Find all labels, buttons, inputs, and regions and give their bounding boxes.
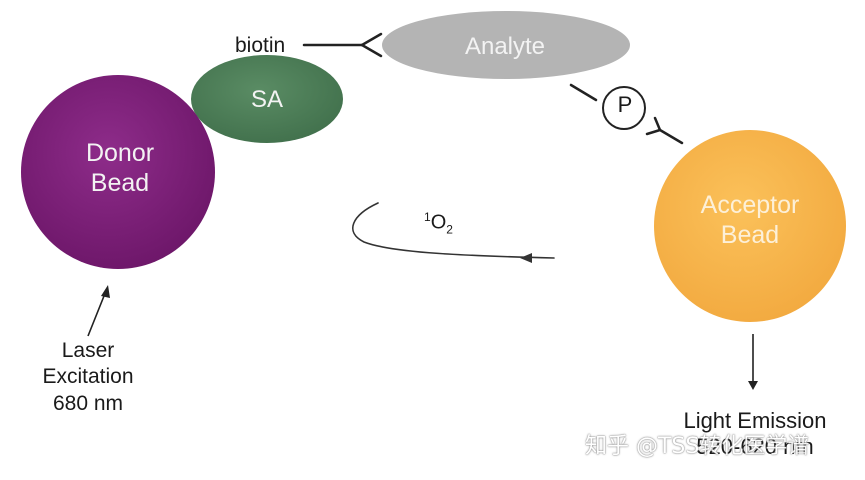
- singlet-oxygen-superscript: 1: [424, 210, 431, 224]
- laser-label-line1: Laser: [61, 339, 115, 362]
- donor-bead-label-line1: Donor: [85, 139, 155, 167]
- analyte-phospho-link: [569, 83, 598, 102]
- emission-arrowhead: [748, 381, 758, 390]
- emission-label-line2: 520-620 nm: [696, 434, 814, 460]
- laser-label-line3: 680 nm: [52, 391, 124, 415]
- phospho-circle: [602, 86, 646, 130]
- singlet-oxygen-subscript: 2: [446, 222, 453, 237]
- sa-label: SA: [250, 86, 283, 113]
- acceptor-bead-label-line2: Bead: [720, 221, 780, 249]
- laser-arrow-line: [87, 290, 107, 337]
- singlet-oxygen-base: O: [430, 211, 447, 234]
- acceptor-bead-circle: [654, 130, 846, 322]
- singlet-oxygen-arrowhead: [520, 253, 532, 263]
- acceptor-bead-label: Acceptor Bead: [655, 190, 845, 250]
- laser-excitation-label: Laser Excitation 680 nm: [18, 338, 158, 417]
- analyte-label: Analyte: [464, 33, 546, 60]
- light-emission-label: Light Emission 520-620 nm: [660, 408, 850, 461]
- biotin-antibody-connector: [302, 32, 383, 58]
- donor-bead-label-line2: Bead: [90, 169, 150, 197]
- laser-arrowhead: [101, 285, 110, 298]
- donor-bead-circle: [21, 75, 215, 269]
- acceptor-bead-label-line1: Acceptor: [700, 191, 800, 219]
- singlet-oxygen-label: 1O2: [424, 210, 453, 237]
- emission-label-line1: Light Emission: [683, 408, 827, 433]
- sa-ellipse: [191, 55, 343, 143]
- phospho-label: P: [617, 92, 633, 117]
- analyte-ellipse: [382, 11, 630, 79]
- watermark: 知乎 @TSS转化医学谱: [585, 434, 810, 459]
- laser-label-line2: Excitation: [42, 365, 134, 389]
- donor-bead-label: Donor Bead: [40, 138, 200, 198]
- biotin-label: biotin: [235, 34, 286, 57]
- singlet-oxygen-arrow: [352, 202, 555, 259]
- acceptor-antibody: [645, 116, 684, 145]
